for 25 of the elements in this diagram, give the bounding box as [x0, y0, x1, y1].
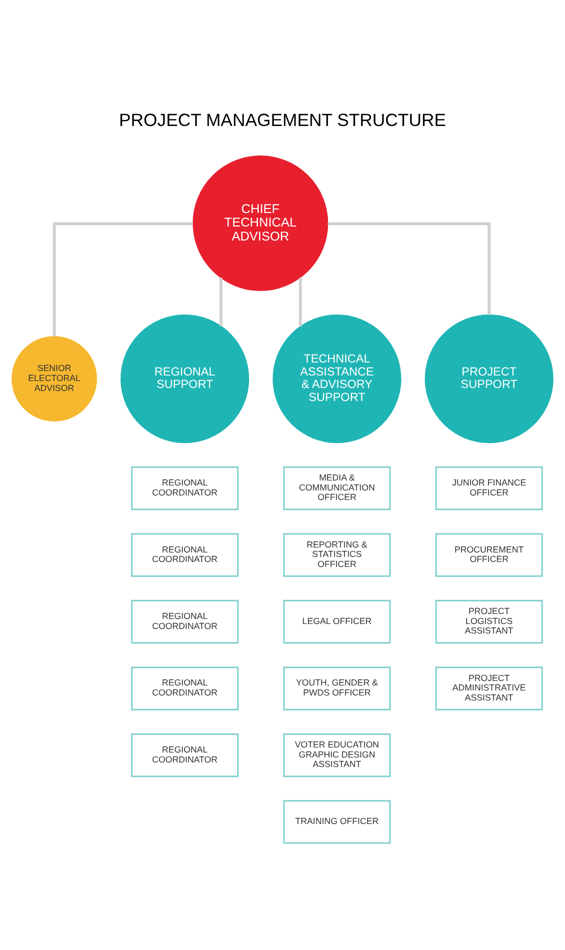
node-circle: CHIEF TECHNICAL ADVISOR	[192, 155, 328, 290]
connector	[328, 222, 491, 314]
node-box: REGIONAL COORDINATOR	[131, 666, 239, 710]
node-box: REGIONAL COORDINATOR	[131, 732, 239, 777]
node-box: MEDIA & COMMUNICATION OFFICER	[283, 466, 391, 510]
node-box: VOTER EDUCATION GRAPHIC DESIGN ASSISTANT	[283, 732, 391, 777]
node-box: PROJECT LOGISTICS ASSISTANT	[435, 599, 543, 644]
connector	[219, 277, 222, 326]
node-circle: REGIONAL SUPPORT	[120, 314, 250, 443]
connector	[298, 277, 302, 326]
node-box: PROJECT ADMINISTRATIVE ASSISTANT	[435, 666, 543, 710]
node-box: REGIONAL COORDINATOR	[131, 532, 239, 576]
diagram-title: PROJECT MANAGEMENT STRUCTURE	[119, 109, 446, 130]
node-box: YOUTH, GENDER & PWDS OFFICER	[283, 666, 391, 710]
connector	[52, 222, 193, 336]
node-box: TRAINING OFFICER	[283, 800, 391, 844]
node-box: PROCUREMENT OFFICER	[435, 532, 543, 576]
node-box: REGIONAL COORDINATOR	[131, 599, 239, 644]
node-box: JUNIOR FINANCE OFFICER	[435, 466, 543, 510]
node-circle: SENIOR ELECTORAL ADVISOR	[12, 336, 97, 422]
node-box: LEGAL OFFICER	[283, 599, 391, 644]
node-circle: TECHNICAL ASSISTANCE & ADVISORY SUPPORT	[272, 314, 402, 443]
node-box: REPORTING & STATISTICS OFFICER	[283, 532, 391, 576]
node-circle: PROJECT SUPPORT	[424, 314, 554, 443]
node-box: REGIONAL COORDINATOR	[131, 466, 239, 510]
